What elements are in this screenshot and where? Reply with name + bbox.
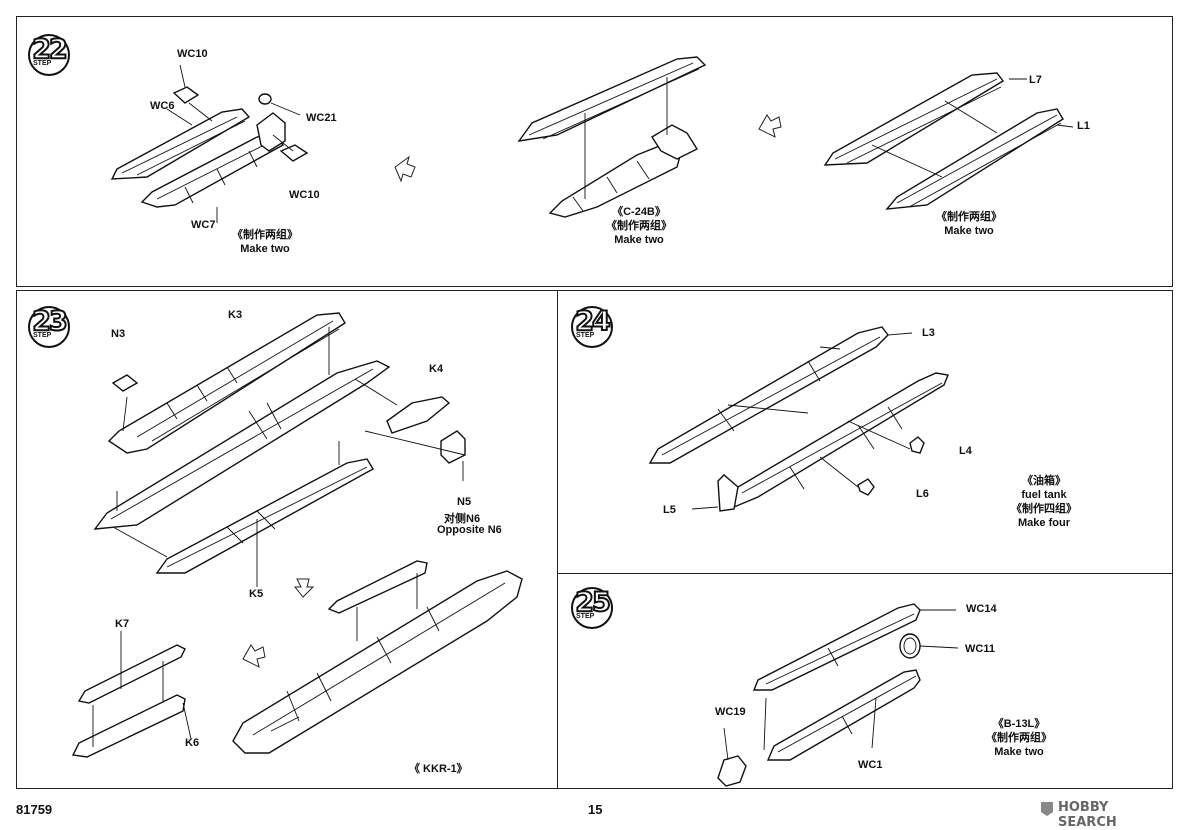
label-k7: K7 bbox=[115, 618, 130, 630]
step-22-badge: 22 STEP bbox=[27, 33, 71, 77]
kit-number: 81759 bbox=[16, 802, 53, 817]
step-23-panel: 23 STEP K3 N3 K4 N5 bbox=[16, 290, 559, 789]
label-wc1: WC1 bbox=[858, 759, 883, 771]
hobby-search-icon bbox=[1041, 802, 1053, 816]
caption-b-13l: 《B-13L》 《制作两组》 Make two bbox=[986, 718, 1052, 758]
step-23-diagram bbox=[71, 312, 523, 758]
label-k3: K3 bbox=[228, 309, 243, 321]
label-k6: K6 bbox=[185, 737, 200, 749]
step-24-diagram bbox=[648, 326, 949, 512]
step-22-diagram bbox=[110, 56, 1074, 223]
step-24-badge: 24 STEP bbox=[570, 305, 614, 349]
caption-group-2: 《C-24B》 《制作两组》 Make two bbox=[606, 206, 672, 246]
label-l1: L1 bbox=[1077, 120, 1090, 132]
label-k4: K4 bbox=[429, 363, 444, 375]
label-l5: L5 bbox=[663, 504, 676, 516]
page-number: 15 bbox=[588, 802, 603, 817]
label-wc6: WC6 bbox=[150, 100, 175, 112]
watermark-text: HOBBY SEARCH bbox=[1058, 800, 1117, 830]
step-word: STEP bbox=[33, 60, 52, 67]
step-25-panel: 25 STEP WC14 WC11 WC19 WC1 《B-13L》 《制作两组… bbox=[557, 573, 1173, 789]
step-word: STEP bbox=[33, 332, 52, 339]
step-word: STEP bbox=[576, 332, 595, 339]
label-l4: L4 bbox=[959, 445, 972, 457]
step-number: 22 bbox=[31, 34, 69, 66]
label-wc19: WC19 bbox=[715, 706, 746, 718]
label-wc14: WC14 bbox=[966, 603, 997, 615]
step-24-panel: 24 STEP L3 L4 L6 L5 《油箱》 fuel tank 《制作四组… bbox=[557, 290, 1173, 575]
label-wc10-bottom: WC10 bbox=[289, 189, 320, 201]
step-word: STEP bbox=[576, 613, 595, 620]
step-number: 24 bbox=[574, 306, 612, 338]
label-n6-cn: 对侧N6 bbox=[444, 513, 481, 525]
label-wc21: WC21 bbox=[306, 112, 337, 124]
label-k5: K5 bbox=[249, 588, 264, 600]
step-22-panel: 22 STEP WC10 WC6 WC21 bbox=[16, 16, 1173, 287]
label-wc11: WC11 bbox=[965, 643, 995, 655]
caption-group-1: 《制作两组》 Make two bbox=[232, 229, 298, 255]
step-25-badge: 25 STEP bbox=[570, 586, 614, 630]
label-n3: N3 bbox=[111, 328, 126, 340]
label-l7: L7 bbox=[1029, 74, 1042, 86]
label-wc10-top: WC10 bbox=[177, 48, 208, 60]
label-l6: L6 bbox=[916, 488, 929, 500]
label-opposite-n6: Opposite N6 bbox=[437, 524, 502, 536]
label-l3: L3 bbox=[922, 327, 935, 339]
step-number: 23 bbox=[31, 306, 69, 338]
caption-group-3: 《制作两组》 Make two bbox=[936, 211, 1002, 237]
step-25-diagram bbox=[717, 603, 959, 787]
step-23-badge: 23 STEP bbox=[27, 305, 71, 349]
caption-fuel-tank: 《油箱》 fuel tank 《制作四组》 Make four bbox=[1011, 475, 1077, 529]
label-wc7: WC7 bbox=[191, 219, 216, 231]
label-kkr-1: 《 KKR-1》 bbox=[409, 763, 468, 775]
label-n5: N5 bbox=[457, 496, 472, 508]
step-number: 25 bbox=[574, 587, 612, 619]
